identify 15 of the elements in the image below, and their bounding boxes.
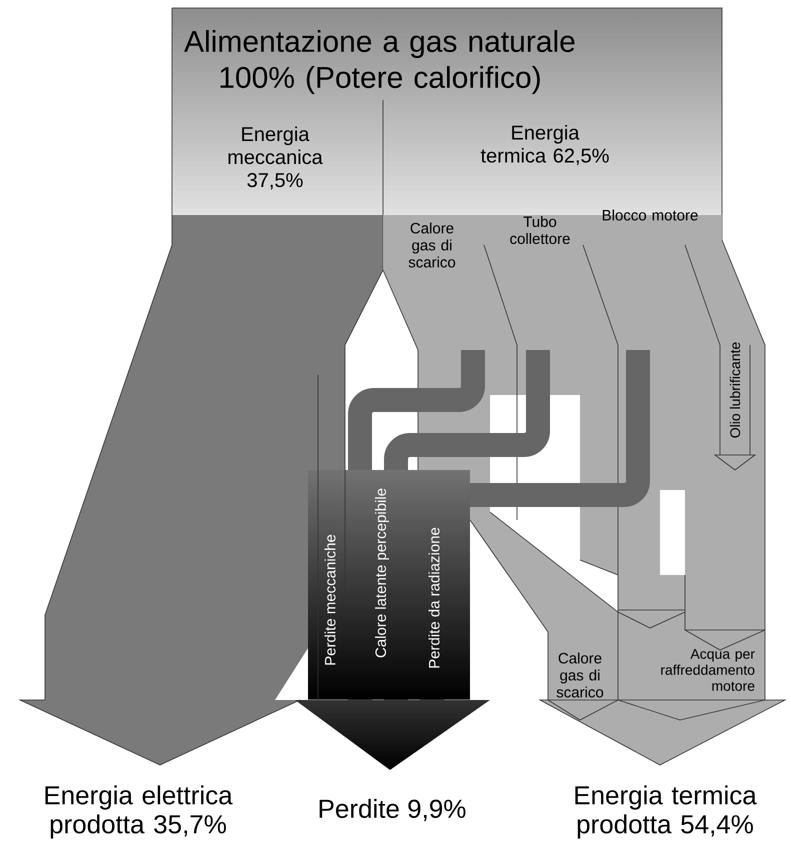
flow-label: Perdite meccaniche — [324, 534, 336, 665]
flow-label: Energia termica prodotta 54,4% — [575, 785, 757, 839]
flow-label: Energia meccanica 37,5% — [228, 126, 323, 190]
flow-label: Tubo collettore — [510, 216, 570, 244]
flow-label: Calore latente percepibile — [375, 488, 389, 658]
flow-label: Perdite 9,9% — [320, 798, 466, 822]
flow-label: Acqua per raffreddamento motore — [661, 649, 755, 691]
flow-label: Calore gas di scarico — [556, 652, 604, 698]
flow-label: Energia termica 62,5% — [480, 124, 609, 166]
title: Alimentazione a gas naturale 100% (Potere calorifico) — [184, 30, 575, 94]
flow-label: Energia elettrica prodotta 35,7% — [45, 785, 233, 839]
flow-label: Olio lubrificante — [730, 342, 740, 438]
flow-label: Calore gas di scarico — [408, 222, 456, 268]
flow-label: Perdite da radiazione — [428, 528, 440, 668]
flow-label: Blocco motore — [602, 210, 698, 220]
